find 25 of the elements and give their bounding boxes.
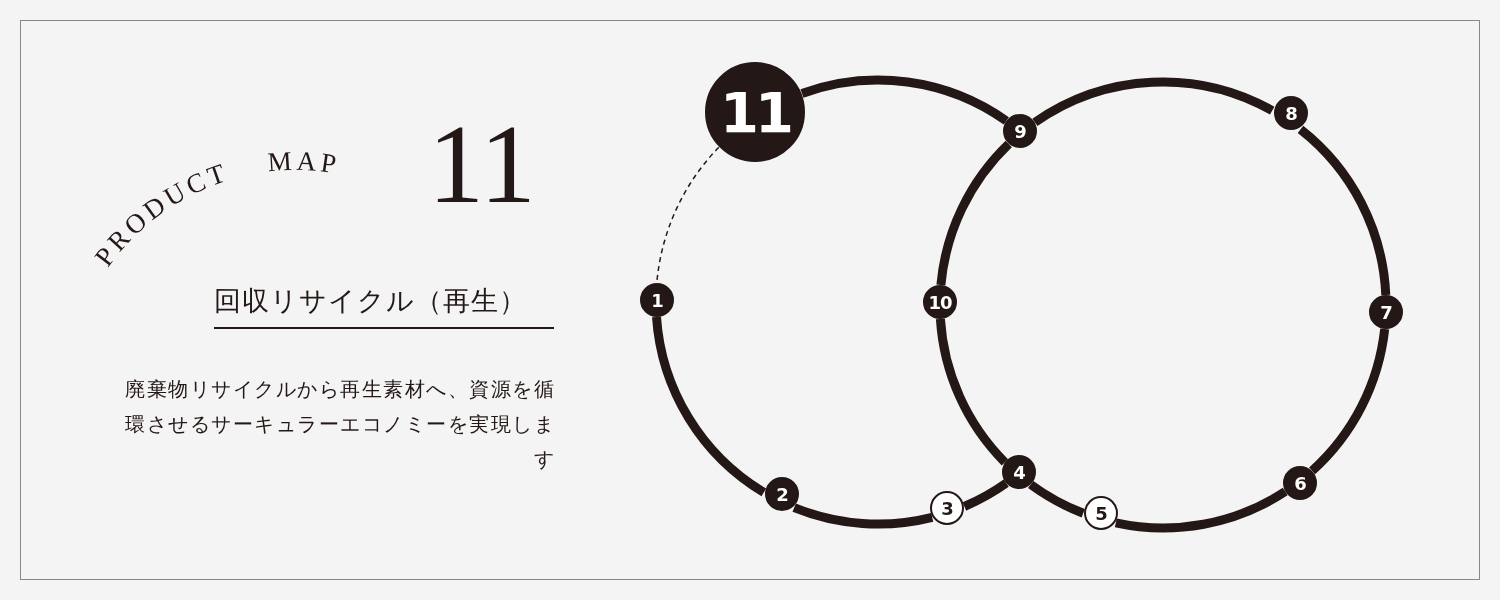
- connector-arc: [1308, 328, 1390, 474]
- connector-arc: [1028, 480, 1085, 518]
- numbered-circle: 3: [930, 491, 964, 525]
- numbered-circle: 11: [705, 62, 805, 162]
- numbered-circle: 8: [1274, 96, 1308, 130]
- map-number: 11: [428, 108, 536, 220]
- description: 廃棄物リサイクルから再生素材へ、資源を循環させるサーキュラーエコノミーを実現します: [124, 376, 555, 473]
- connector-arc: [962, 479, 1009, 511]
- connector-arc: [935, 318, 1009, 466]
- connector-arc: [1115, 487, 1288, 533]
- connector-arc: [800, 75, 1009, 125]
- numbered-circle: 4: [1002, 455, 1036, 489]
- numbered-circle: 9: [1003, 114, 1037, 148]
- connector-arc: [792, 503, 934, 529]
- connector-arc: [936, 140, 1012, 286]
- connector-arc: [1297, 126, 1391, 296]
- numbered-circle: 7: [1369, 295, 1403, 329]
- connector-arc: [1032, 77, 1275, 127]
- numbered-circle: 5: [1084, 496, 1118, 530]
- heading: 回収リサイクル（再生）: [214, 283, 554, 329]
- numbered-circle: 2: [765, 477, 799, 511]
- connector-arc: [652, 316, 767, 497]
- numbered-circle: 6: [1283, 466, 1317, 500]
- numbered-circle: 1: [640, 283, 674, 317]
- numbered-circle: 10: [923, 285, 957, 319]
